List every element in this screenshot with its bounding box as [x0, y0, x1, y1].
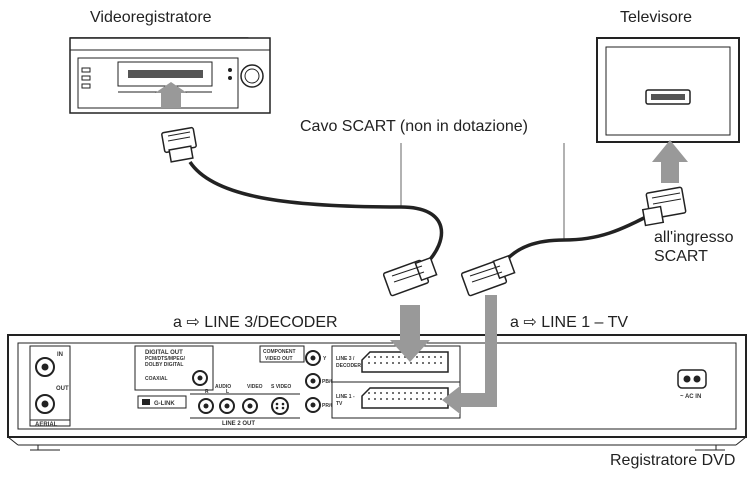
tv-input-label-1: all'ingresso: [654, 229, 734, 246]
arrow-to-tv: [652, 140, 688, 183]
audio-r-label: R: [205, 389, 209, 395]
video-label: VIDEO: [247, 384, 263, 390]
audio-label: AUDIO: [215, 384, 231, 390]
line3-jack-label-2: DECODER: [336, 363, 361, 369]
tv-label: Televisore: [620, 9, 692, 26]
scart-cable-tv: [498, 213, 651, 269]
coaxial-label: COAXIAL: [145, 376, 168, 382]
line1-jack-label: LINE 1 -: [336, 394, 355, 400]
arrow-to-vcr: [155, 82, 187, 108]
aerial-section: IN OUT AERIAL: [29, 345, 71, 428]
digital-out-sub: PCM/DTS/MPEG/: [145, 356, 186, 362]
ac-in-label: ~ AC IN: [680, 394, 701, 400]
digital-out-label: DIGITAL OUT: [145, 350, 183, 356]
aerial-out-label: OUT: [56, 386, 69, 392]
component-y-label: Y: [323, 356, 327, 362]
component-pb-label: PB/CB: [322, 379, 338, 385]
tv-input-label-2: SCART: [654, 248, 708, 265]
audio-l-label: L: [226, 389, 229, 395]
vcr-label: Videoregistratore: [90, 9, 212, 26]
line1-label: a ⇨ LINE 1 – TV: [510, 314, 628, 331]
scart-cable-vcr: [188, 161, 444, 267]
tv-device: [596, 37, 740, 143]
component-label: COMPONENT: [263, 349, 296, 355]
line1-jack-label-2: TV: [336, 401, 343, 407]
cable-label: Cavo SCART (non in dotazione): [300, 118, 528, 135]
aerial-label: AERIAL: [35, 422, 58, 428]
component-pr-label: PR/CR: [322, 403, 338, 409]
component-label-2: VIDEO OUT: [265, 356, 293, 362]
recorder-label: Registratore DVD: [610, 452, 735, 469]
g-link-port: G-LINK: [137, 395, 187, 409]
arrow-to-line3: [390, 305, 430, 362]
svideo-label: S VIDEO: [271, 384, 291, 390]
aerial-in-label: IN: [57, 352, 63, 358]
line3-jack-label: LINE 3 /: [336, 356, 355, 362]
scart-plug-line3: [382, 256, 438, 297]
digital-out-sub2: DOLBY DIGITAL: [145, 362, 183, 368]
ac-in-socket: ~ AC IN: [677, 369, 707, 400]
digital-out-section: DIGITAL OUT PCM/DTS/MPEG/ DOLBY DIGITAL …: [134, 345, 214, 391]
scart-plug-tv: [641, 186, 687, 227]
arrow-to-line1: [442, 295, 497, 414]
line3-label: a ⇨ LINE 3/DECODER: [173, 314, 338, 331]
g-link-label: G-LINK: [154, 401, 175, 407]
component-video-section: COMPONENT VIDEO OUT Y PB/CB PR/CR: [259, 345, 338, 413]
scart-plug-line1: [460, 254, 516, 297]
line2-out-section: AUDIO VIDEO S VIDEO R L LINE 2 OUT: [190, 384, 300, 427]
scart-plug-vcr: [161, 126, 197, 163]
scart-jacks-section: LINE 3 / DECODER LINE 1 - TV: [331, 345, 461, 419]
line2-out-label: LINE 2 OUT: [222, 421, 255, 427]
